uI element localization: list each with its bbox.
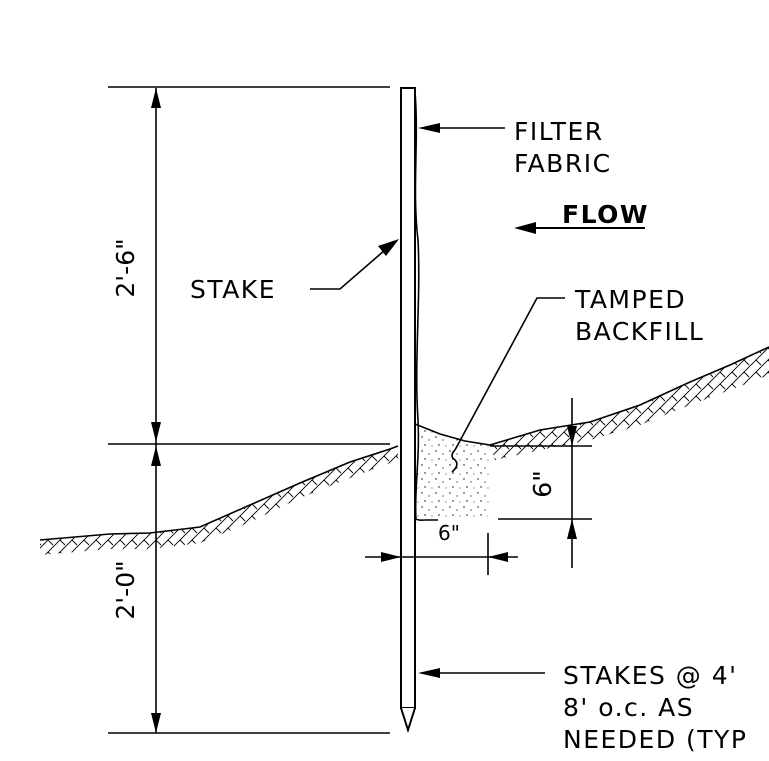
depth-arrow-top (567, 426, 577, 446)
width-arrow-left (381, 552, 401, 562)
label-tamped-2: BACKFILL (575, 317, 704, 346)
ground-right-hatch (490, 347, 769, 460)
tamped-leader (454, 297, 565, 451)
stakes-note-arrow (418, 668, 440, 678)
label-stakes-note-1: STAKES @ 4' (563, 661, 738, 690)
label-filter-fabric-2: FABRIC (514, 149, 612, 178)
stake-leader (310, 249, 386, 290)
stake-tip (400, 707, 416, 734)
dim-below-ground: 2'-0" (111, 560, 140, 619)
dim-above-ground: 2'-6" (111, 238, 140, 297)
ground-left-hatch (40, 446, 398, 555)
stake (400, 87, 416, 709)
ground-right-surface (489, 346, 769, 446)
backfill-surface (414, 423, 491, 446)
arrow-top (151, 88, 161, 108)
filter-fabric (414, 91, 420, 521)
label-stakes-note-2: 8' o.c. AS (563, 693, 694, 722)
ground-left-surface (39, 445, 399, 541)
label-flow: FLOW (562, 200, 649, 229)
arrow-mid-down (151, 446, 161, 466)
label-stakes-note-3: NEEDED (TYP (563, 725, 747, 754)
dim-trench-depth: 6" (528, 470, 557, 497)
label-filter-fabric-1: FILTER (514, 117, 604, 146)
arrow-bottom (151, 713, 161, 733)
arrow-mid-up (151, 422, 161, 442)
label-stake: STAKE (190, 275, 276, 304)
filter-fabric-arrow (418, 123, 440, 133)
tamped-leader-squiggle (451, 449, 458, 473)
dim-trench-width: 6" (438, 521, 460, 545)
depth-arrow-bottom (567, 519, 577, 539)
label-tamped-1: TAMPED (574, 285, 686, 314)
flow-arrow (514, 222, 536, 234)
width-arrow-right (488, 552, 508, 562)
stake-arrow (378, 239, 399, 256)
